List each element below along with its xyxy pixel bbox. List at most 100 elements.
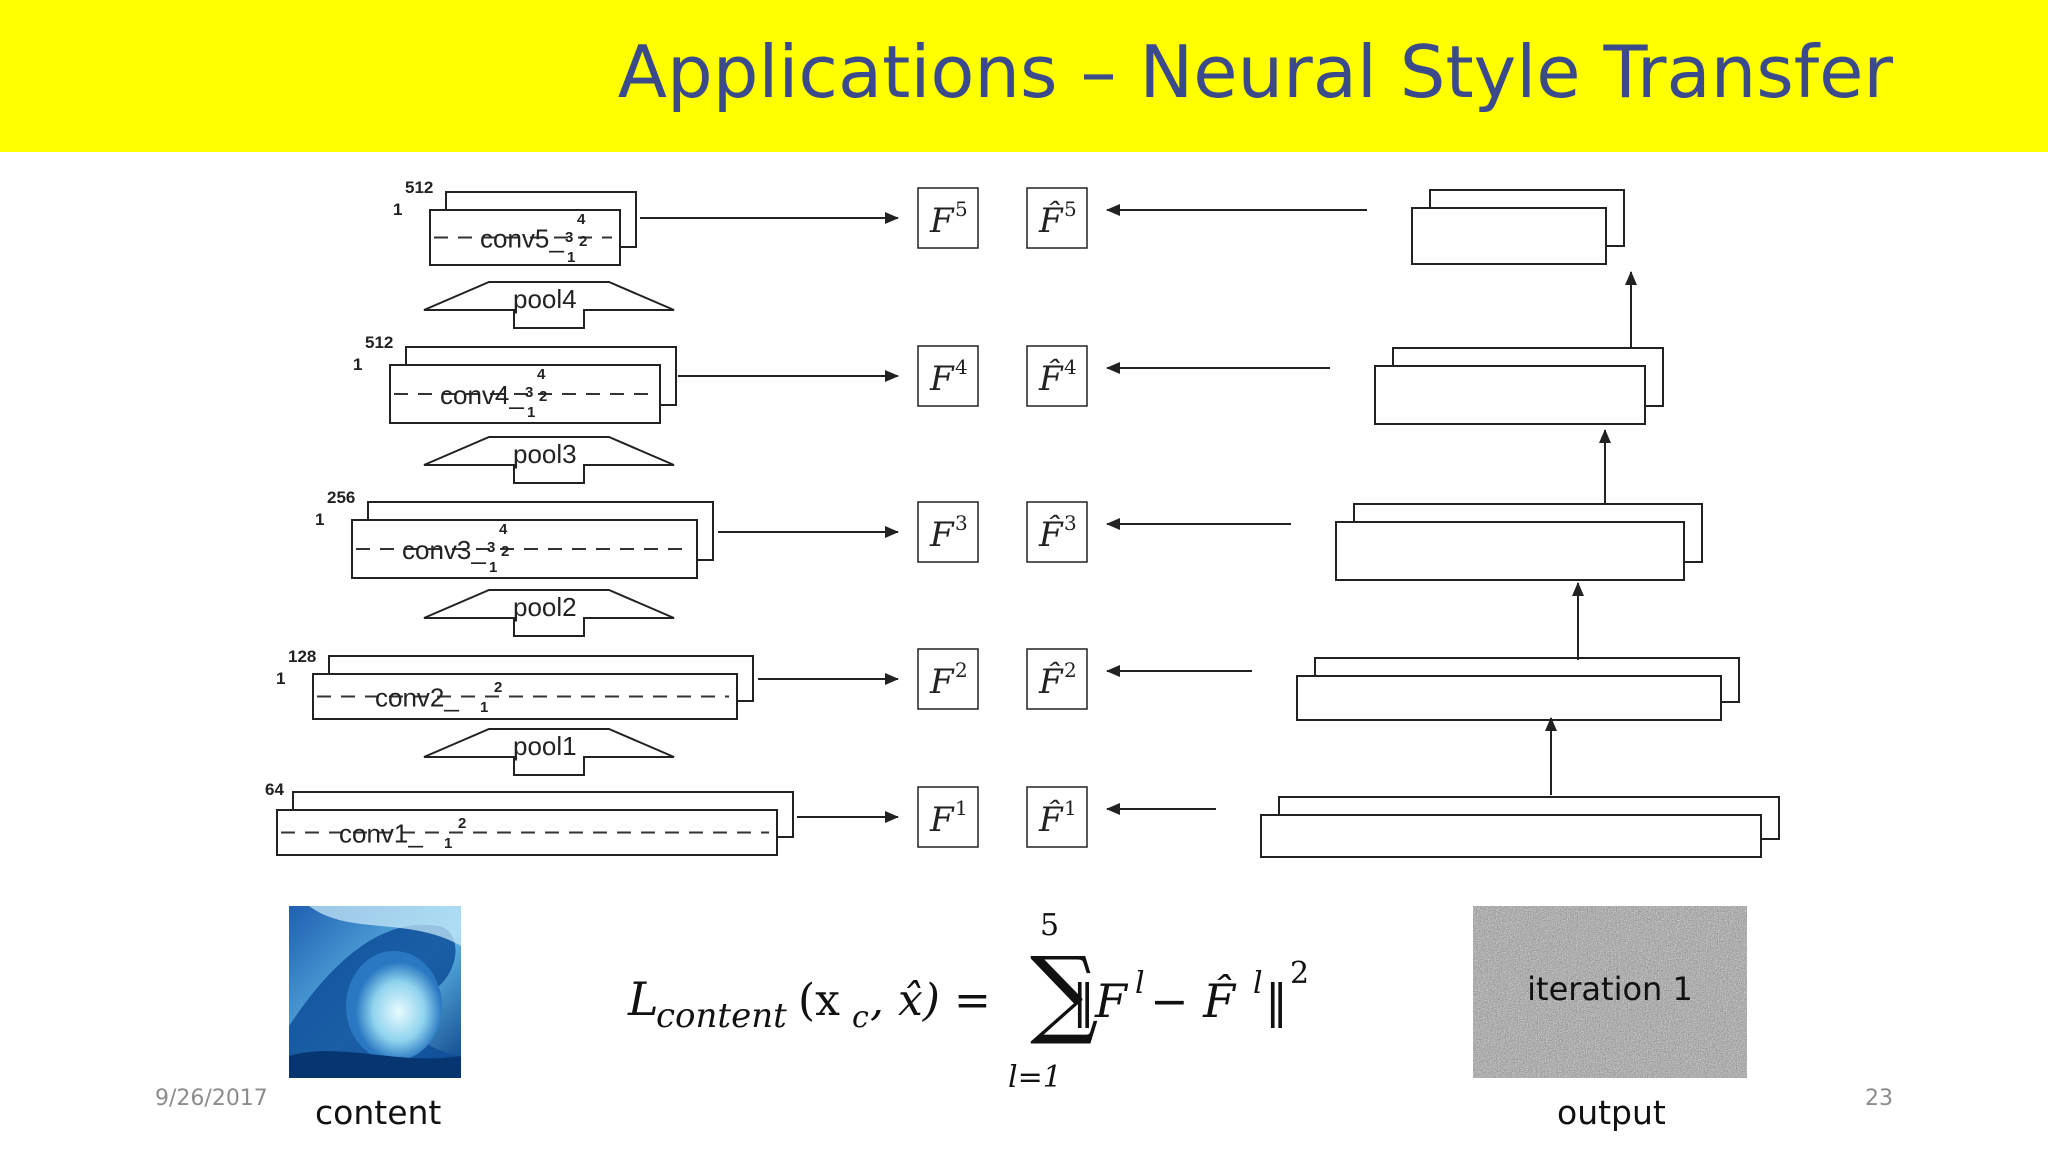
feature-box-fhat2 — [1026, 648, 1088, 710]
slide-date: 9/26/2017 — [155, 1086, 268, 1111]
pool-arrow — [423, 589, 675, 637]
formula-l: L — [627, 972, 659, 1026]
layer-channels-label: 256 — [327, 488, 355, 507]
formula-args: (x — [798, 975, 840, 1026]
slide-title: Applications – Neural Style Transfer — [617, 30, 1893, 114]
layer-block-conv5 — [429, 191, 637, 266]
layer-channels-label: 512 — [365, 333, 393, 352]
layer-channels-label: 128 — [288, 647, 316, 666]
pool-arrow — [423, 436, 675, 484]
layer-depth-label: 1 — [276, 669, 285, 688]
feature-box-fhat1 — [1026, 786, 1088, 848]
content-image — [289, 906, 461, 1078]
pool-label: pool1 — [513, 731, 577, 761]
feature-f-superscript: 1 — [955, 796, 968, 820]
layer-depth-label: 1 — [353, 355, 362, 374]
feature-f-label: F — [929, 800, 955, 840]
output-noise-image — [1473, 906, 1747, 1078]
formula-sup-l-1: l — [1135, 966, 1145, 1001]
layer-sub-label: 4 — [577, 211, 586, 228]
layer-block-conv2 — [312, 655, 754, 720]
layer-sub-label: 2 — [458, 815, 466, 832]
feature-fhat-label: F̂ — [1038, 661, 1064, 702]
feature-box-f5 — [917, 187, 979, 249]
feature-fhat-superscript: 4 — [1064, 355, 1077, 379]
output-layer-front-box — [1411, 207, 1607, 265]
feature-f-label: F — [929, 662, 955, 702]
layer-name-label: conv1_ — [339, 819, 423, 849]
pool-arrow — [423, 728, 675, 776]
layer-name-label: conv5_ — [480, 224, 564, 254]
layer-sub-label: 3 — [565, 229, 573, 246]
feature-fhat-superscript: 5 — [1064, 197, 1077, 221]
layer-depth-label: 1 — [315, 510, 324, 529]
layer-sub-label: 1 — [527, 404, 535, 421]
output-layer-front-box — [1260, 814, 1762, 858]
summation-sign: ∑ — [1030, 936, 1099, 1048]
feature-f-superscript: 5 — [955, 197, 968, 221]
layer-sub-label: 4 — [499, 521, 508, 538]
layer-sub-label: 3 — [487, 539, 495, 556]
layer-name-label: conv3_ — [402, 535, 486, 565]
sum-upper-limit: 5 — [1040, 908, 1059, 943]
layer-sub-label: 1 — [489, 559, 497, 576]
layer-sub-label: 3 — [525, 384, 533, 401]
feature-f-superscript: 2 — [955, 658, 968, 682]
formula-power: 2 — [1290, 956, 1309, 991]
slide-page-number: 23 — [1865, 1086, 1893, 1111]
feature-box-f3 — [917, 501, 979, 563]
layer-sub-label: 2 — [539, 388, 547, 405]
formula-minus-fhat: − F̂ — [1150, 974, 1237, 1028]
output-caption: output — [1557, 1093, 1666, 1132]
feature-fhat-superscript: 2 — [1064, 658, 1077, 682]
layer-depth-label: 1 — [393, 200, 402, 219]
layer-block-conv3 — [351, 501, 714, 579]
feature-fhat-label: F̂ — [1038, 200, 1064, 241]
formula-sup-l-2: l — [1253, 966, 1263, 1001]
layer-sub-label: 4 — [537, 366, 546, 383]
feature-box-f4 — [917, 345, 979, 407]
feature-f-label: F — [929, 201, 955, 241]
pool-arrow — [423, 281, 675, 329]
layer-channels-label: 512 — [405, 178, 433, 197]
formula-norm-end: ‖ — [1265, 974, 1288, 1028]
feature-f-label: F — [929, 359, 955, 399]
feature-box-f1 — [917, 786, 979, 848]
layer-block-conv1 — [276, 791, 794, 856]
feature-fhat-label: F̂ — [1038, 799, 1064, 840]
formula-arg-subscript: c — [852, 1000, 869, 1035]
output-layer-front-box — [1335, 521, 1685, 581]
layer-name-label: conv2_ — [375, 683, 459, 713]
feature-f-superscript: 3 — [955, 511, 968, 535]
content-caption: content — [315, 1093, 442, 1132]
layer-sub-label: 2 — [494, 679, 502, 696]
feature-box-fhat3 — [1026, 501, 1088, 563]
feature-f-label: F — [929, 515, 955, 555]
layer-sub-label: 1 — [567, 249, 575, 266]
layer-block-conv4 — [389, 346, 677, 424]
layer-sub-label: 2 — [579, 233, 587, 250]
feature-fhat-superscript: 1 — [1064, 796, 1077, 820]
layer-sub-label: 1 — [444, 835, 452, 852]
formula-content-subscript: content — [656, 996, 787, 1036]
output-layer-front-box — [1374, 365, 1646, 425]
layer-sub-label: 1 — [480, 699, 488, 716]
feature-fhat-superscript: 3 — [1064, 511, 1077, 535]
layer-sub-label: 2 — [501, 543, 509, 560]
title-banner — [0, 0, 2048, 152]
pool-label: pool2 — [513, 592, 577, 622]
feature-f-superscript: 4 — [955, 355, 968, 379]
pool-label: pool3 — [513, 439, 577, 469]
pool-label: pool4 — [513, 284, 577, 314]
layer-channels-label: 64 — [265, 780, 284, 799]
iteration-label: iteration 1 — [1527, 970, 1693, 1008]
content-loss-formula: L content (x c , x̂) = ∑ 5 l=1 ‖F l − F̂… — [627, 908, 1309, 1095]
layer-name-label: conv4_ — [440, 380, 524, 410]
feature-fhat-label: F̂ — [1038, 514, 1064, 555]
feature-box-fhat5 — [1026, 187, 1088, 249]
formula-args-rest: , x̂) = — [870, 975, 991, 1026]
sum-lower-limit: l=1 — [1008, 1060, 1062, 1095]
feature-box-f2 — [917, 648, 979, 710]
output-layer-front-box — [1296, 675, 1722, 721]
